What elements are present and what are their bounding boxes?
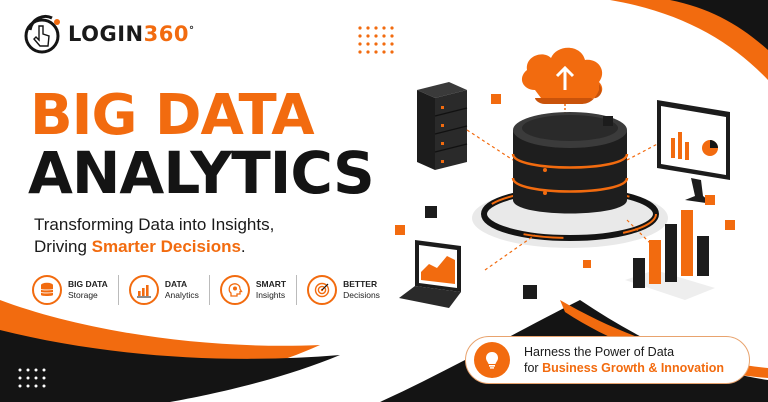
cta-line2-prefix: for	[524, 361, 543, 375]
brand-degree: °	[188, 25, 195, 36]
headline-line1: BIG DATA	[30, 83, 315, 148]
brand-name-number: 360	[143, 22, 189, 46]
cta-line1: Harness the Power of Data	[524, 345, 675, 359]
bar-chart-icon	[128, 275, 159, 305]
feature-subtitle: Decisions	[343, 290, 380, 300]
feature-title: BIG DATA	[68, 279, 108, 289]
tagline-prefix: Driving	[34, 237, 92, 256]
logo-six-hand-icon	[24, 15, 60, 54]
cloud-upload-icon	[521, 47, 603, 120]
database-icon	[32, 275, 62, 305]
lightbulb-icon	[474, 342, 510, 378]
cta-line2: for Business Growth & Innovation	[524, 360, 724, 376]
feature-title: DATA	[164, 279, 188, 289]
tagline-suffix: .	[240, 237, 246, 256]
brand-name: LOGIN360°	[68, 22, 194, 46]
tagline: Transforming Data into Insights, Driving…	[34, 214, 274, 258]
3d-bar-chart-icon	[625, 210, 715, 300]
cta-text: Harness the Power of Data for Business G…	[524, 344, 724, 376]
cta-line2-highlight: Business Growth & Innovation	[542, 361, 725, 375]
central-database-icon	[511, 112, 629, 214]
tagline-line1: Transforming Data into Insights,	[34, 215, 275, 234]
brain-head-icon	[219, 275, 250, 305]
feature-subtitle: Analytics	[164, 290, 199, 300]
feature-title: BETTER	[343, 279, 378, 289]
feature-subtitle: Insights	[255, 290, 286, 300]
laptop-chart-icon	[399, 240, 461, 308]
cta-pill[interactable]: Harness the Power of Data for Business G…	[465, 336, 750, 384]
tagline-highlight: Smarter Decisions	[91, 237, 241, 256]
monitor-dashboard-icon	[657, 100, 730, 204]
brand-name-prefix: LOGIN	[68, 22, 144, 46]
brand-logo[interactable]: LOGIN360°	[20, 12, 194, 56]
feature-title: SMART	[255, 279, 287, 289]
data-center-illustration	[395, 47, 735, 308]
tagline-line2: Driving Smarter Decisions.	[34, 236, 274, 258]
headline-line2: ANALYTICS	[28, 139, 375, 207]
target-icon	[307, 275, 338, 305]
feature-subtitle: Storage	[68, 290, 98, 300]
server-rack-icon	[417, 82, 468, 170]
